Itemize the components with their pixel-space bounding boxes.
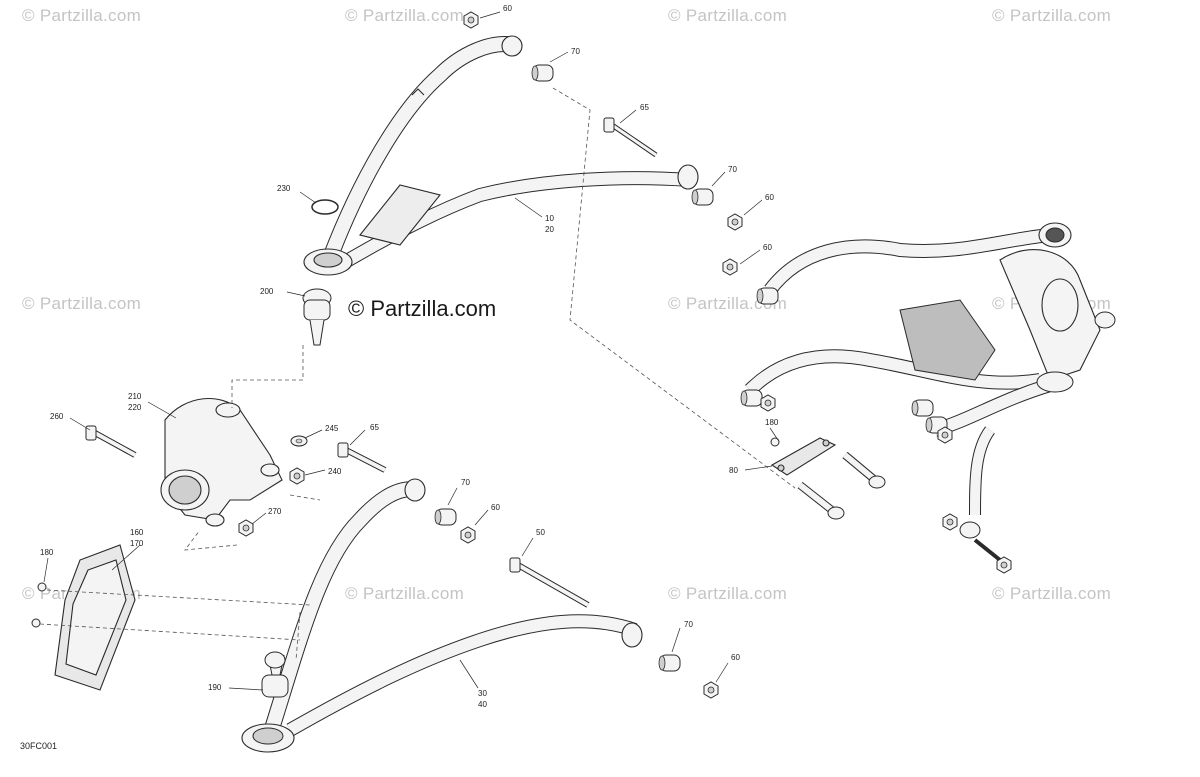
bolt-part: [31, 618, 41, 628]
bushing-part: [911, 399, 934, 417]
diagram-code: 30FC001: [20, 741, 58, 751]
bushing-part: [691, 188, 714, 206]
callout-label: 50: [536, 528, 545, 537]
nut-part: [722, 258, 738, 276]
ball-joint-lower: [261, 651, 289, 698]
snap-ring-part: [311, 199, 339, 215]
bolt-part: [337, 442, 387, 473]
callout-label: 70: [728, 165, 737, 174]
bracket-plate: [770, 437, 837, 476]
lower-a-arm: [241, 478, 643, 753]
nut-part: [460, 526, 476, 544]
callout-label: 10: [545, 214, 554, 223]
assembled-suspension: [745, 222, 1116, 516]
watermark-text: © Partzilla.com: [668, 584, 788, 603]
bushing-part: [434, 508, 457, 526]
callout-label: 60: [491, 503, 500, 512]
watermark-text: © Partzilla.com: [668, 6, 788, 25]
callout-label: 270: [268, 507, 282, 516]
callout-label: 260: [50, 412, 64, 421]
callout-label: 180: [40, 548, 54, 557]
callout-label: 80: [729, 466, 738, 475]
watermark-text: © Partzilla.com: [345, 584, 465, 603]
bolt-part: [770, 437, 780, 447]
bushing-part: [658, 654, 681, 672]
callout-label: 20: [545, 225, 554, 234]
bushing-part: [756, 287, 779, 305]
bolt-part: [37, 582, 47, 592]
upper-a-arm: [303, 35, 699, 276]
callout-label: 70: [461, 478, 470, 487]
nut-part: [703, 681, 719, 699]
callout-label: 70: [684, 620, 693, 629]
ball-joint-upper: [302, 288, 332, 346]
watermark-text: © Partzilla.com: [345, 6, 465, 25]
callout-label: 170: [130, 539, 144, 548]
callout-label: 60: [765, 193, 774, 202]
callout-label: 245: [325, 424, 339, 433]
bushing-part: [531, 64, 554, 82]
callout-label: 220: [128, 403, 142, 412]
watermark-text: © Partzilla.com: [992, 6, 1112, 25]
washer-part: [290, 435, 308, 447]
nut-part: [760, 394, 776, 412]
callout-label: 60: [731, 653, 740, 662]
alignment-lines: [39, 87, 796, 661]
callout-label: 65: [370, 423, 379, 432]
callout-label: 60: [763, 243, 772, 252]
skid-plate: [54, 544, 136, 691]
callout-label: 230: [277, 184, 291, 193]
callout-label: 240: [328, 467, 342, 476]
nut-part: [727, 213, 743, 231]
bolt-part: [797, 451, 886, 520]
brand-label: © Partzilla.com: [348, 296, 497, 321]
leader-lines: [43, 11, 779, 691]
callout-label: 60: [503, 4, 512, 13]
watermark-text: © Partzilla.com: [992, 584, 1112, 603]
callout-label: 30: [478, 689, 487, 698]
callout-label: 210: [128, 392, 142, 401]
watermark-text: © Partzilla.com: [22, 6, 142, 25]
callout-label: 65: [640, 103, 649, 112]
callout-label: 180: [765, 418, 779, 427]
nut-part: [937, 426, 953, 444]
bushing-part: [740, 389, 763, 407]
callout-labels: 60 70 65 70 60 230 10 20 200 60 210 220 …: [40, 4, 779, 709]
callout-label: 40: [478, 700, 487, 709]
tie-rod-end: [942, 513, 1012, 574]
bolt-part: [603, 117, 658, 158]
callout-label: 70: [571, 47, 580, 56]
nut-part: [289, 467, 305, 485]
nut-part: [238, 519, 254, 537]
callout-label: 160: [130, 528, 144, 537]
steering-knuckle: [160, 397, 283, 527]
nut-part: [463, 11, 479, 29]
watermark-text: © Partzilla.com: [22, 294, 142, 313]
callout-label: 200: [260, 287, 274, 296]
bolt-part: [85, 425, 137, 458]
callout-label: 190: [208, 683, 222, 692]
bolt-part: [509, 557, 590, 608]
